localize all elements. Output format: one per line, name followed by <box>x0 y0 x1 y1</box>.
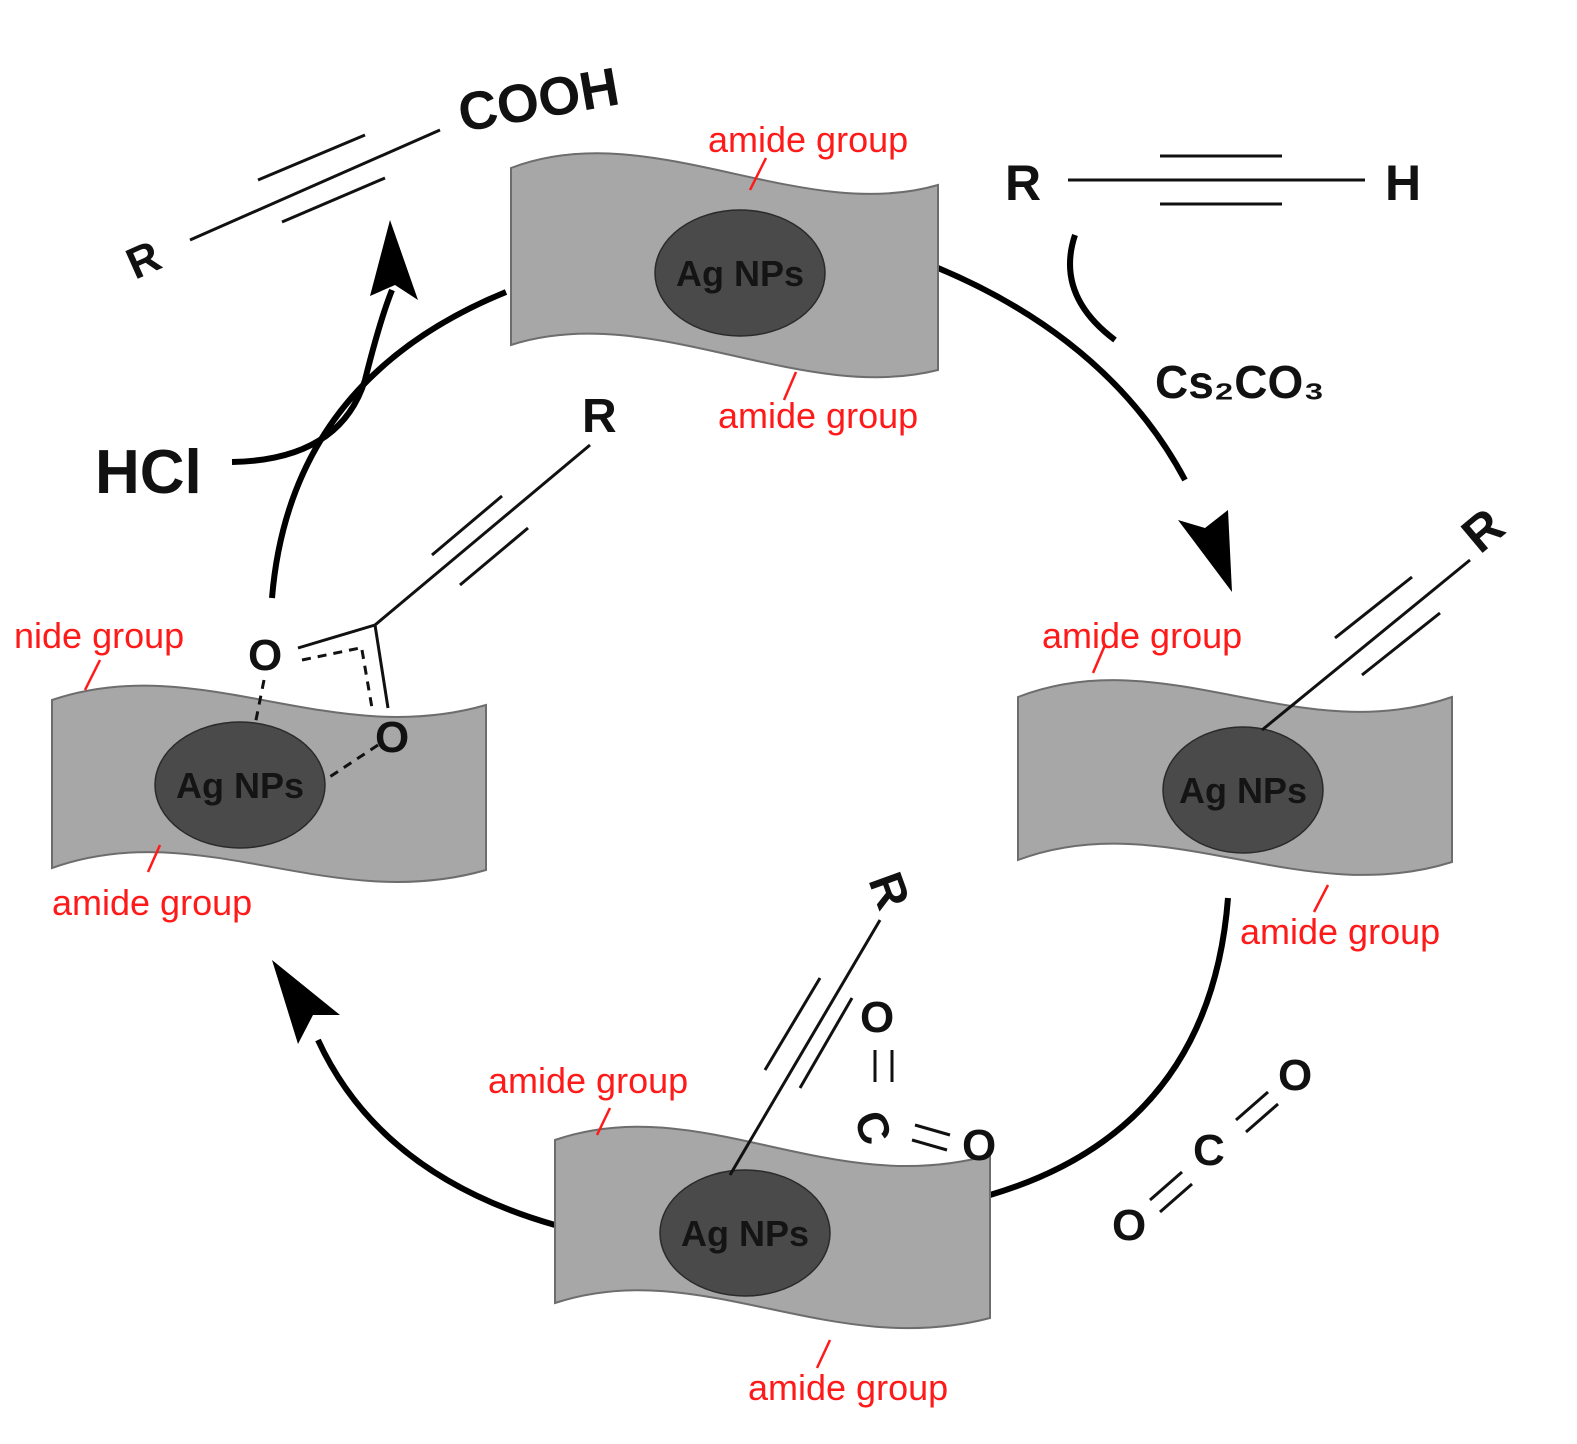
base-label: Cs₂CO₃ <box>1155 356 1325 408</box>
silver-carboxylate-intermediate: R O O <box>248 390 617 782</box>
cycle-arc-right-bottom <box>989 897 1231 1198</box>
amide-label-top-lower: amide group <box>718 395 918 436</box>
cycle-arc-bottom-left <box>315 1038 556 1228</box>
free-co2-molecule: O C O <box>1112 1051 1312 1250</box>
amide-label-top-upper: amide group <box>708 119 908 160</box>
insertion-r-label: R <box>858 866 920 917</box>
co2-insertion-intermediate: R O C O <box>728 866 996 1176</box>
amide-pointer-left-lower <box>146 844 162 873</box>
amide-label-bottom-upper: amide group <box>488 1060 688 1101</box>
terminal-alkyne-reagent: R H <box>1005 154 1421 211</box>
hcl-entry-arrow <box>231 288 395 465</box>
amide-label-left-upper: nide group <box>14 615 184 656</box>
silver-nanoparticle-right <box>1162 726 1324 854</box>
np-label-right: Ag NPs <box>1179 770 1307 811</box>
acid-label: HCl <box>95 438 202 507</box>
amide-label-right-lower: amide group <box>1240 911 1440 952</box>
co2-o-left: O <box>1112 1201 1146 1250</box>
amide-pointer-bottom-upper <box>595 1107 612 1136</box>
product-r-label: R <box>119 231 168 289</box>
alkyne-r-label: R <box>1005 155 1041 211</box>
amide-pointer-top-lower <box>782 371 798 401</box>
product-cooh-label: COOH <box>454 57 624 144</box>
amide-pointer-bottom-lower <box>815 1339 832 1369</box>
alkyne-entry-arrow <box>1067 234 1117 343</box>
amide-label-right-upper: amide group <box>1042 615 1242 656</box>
np-label-bottom: Ag NPs <box>681 1213 809 1254</box>
cycle-arrowhead-left <box>272 960 340 1044</box>
amide-pointer-left-upper <box>83 659 102 691</box>
cycle-arc-left-top <box>269 289 508 599</box>
np-label-left: Ag NPs <box>176 765 304 806</box>
amide-pointer-top-upper <box>748 157 768 191</box>
insertion-c: C <box>844 1104 901 1151</box>
carboxylate-r-label: R <box>582 390 617 443</box>
alkyne-h-label: H <box>1385 155 1421 211</box>
cycle-arc-top-right <box>936 265 1188 482</box>
insertion-o-top: O <box>860 993 894 1042</box>
amide-label-left-lower: amide group <box>52 882 252 923</box>
amide-pointer-right-upper <box>1091 644 1107 674</box>
cycle-arrowhead-right <box>1178 510 1232 592</box>
silver-nanoparticle-bottom <box>659 1169 831 1297</box>
silver-acetylide-intermediate: R <box>1261 497 1515 732</box>
silver-nanoparticle-top <box>654 209 826 337</box>
amide-pointer-right-lower <box>1312 884 1330 913</box>
co2-o-right: O <box>1278 1051 1312 1100</box>
silver-nanoparticle-left <box>154 721 326 849</box>
product-arrowhead <box>370 220 418 300</box>
np-label-top: Ag NPs <box>676 253 804 294</box>
insertion-o-right: O <box>962 1121 996 1170</box>
carboxylate-o-upper: O <box>248 631 282 680</box>
acetylide-r-label: R <box>1451 497 1515 563</box>
co2-c: C <box>1193 1126 1225 1175</box>
carboxylate-o-lower: O <box>375 713 409 762</box>
amide-label-bottom-lower: amide group <box>748 1367 948 1408</box>
